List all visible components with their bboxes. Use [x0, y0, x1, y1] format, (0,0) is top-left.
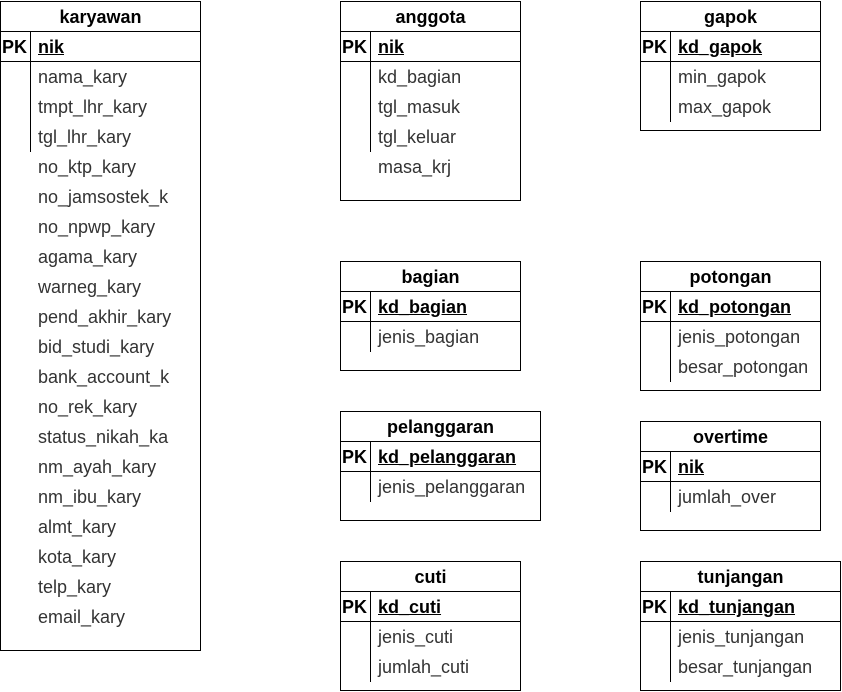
attribute-field: jumlah_over	[678, 487, 777, 507]
attribute-list: jumlah_over	[641, 482, 820, 512]
attribute-divider	[370, 472, 371, 502]
primary-key-row: PK kd_pelanggaran	[341, 442, 540, 472]
primary-key-row: PK kd_potongan	[641, 292, 820, 322]
attribute-list: jenis_cuti jumlah_cuti	[341, 622, 520, 682]
attribute-divider	[670, 482, 671, 512]
pk-label: PK	[341, 592, 371, 621]
attribute-field: min_gapok	[678, 67, 767, 87]
attribute-list: nama_kary tmpt_lhr_kary tgl_lhr_kary no_ktp…	[1, 62, 200, 632]
pk-field: kd_cuti	[378, 597, 442, 617]
attribute-field: almt_kary	[38, 517, 117, 537]
attribute-divider	[670, 622, 671, 682]
attribute-field: no_jamsostek_k	[38, 187, 169, 207]
attribute-field: jumlah_cuti	[378, 657, 470, 677]
pk-label: PK	[341, 32, 371, 61]
attribute-field: telp_kary	[38, 577, 112, 597]
primary-key-row: PK kd_cuti	[341, 592, 520, 622]
pk-field: kd_pelanggaran	[378, 447, 517, 467]
primary-key-row: PK nik	[1, 32, 200, 62]
attribute-field: max_gapok	[678, 97, 772, 117]
attribute-field: jenis_bagian	[378, 327, 480, 347]
pk-label: PK	[641, 592, 671, 621]
attribute-field: besar_tunjangan	[678, 657, 813, 677]
attribute-field: jenis_tunjangan	[678, 627, 805, 647]
attribute-field: nm_ayah_kary	[38, 457, 157, 477]
attribute-field: kota_kary	[38, 547, 117, 567]
entity-title: karyawan	[1, 2, 200, 32]
pk-label: PK	[341, 292, 371, 321]
attribute-field: status_nikah_ka	[38, 427, 169, 447]
pk-label: PK	[341, 442, 371, 471]
attribute-field: no_npwp_kary	[38, 217, 156, 237]
primary-key-row: PK kd_bagian	[341, 292, 520, 322]
pk-field: nik	[678, 457, 705, 477]
attribute-field: tgl_masuk	[378, 97, 461, 117]
primary-key-row: PK kd_tunjangan	[641, 592, 840, 622]
entity-title: tunjangan	[641, 562, 840, 592]
attribute-list: jenis_bagian	[341, 322, 520, 352]
attribute-field: warneg_kary	[38, 277, 142, 297]
attribute-field: bid_studi_kary	[38, 337, 155, 357]
attribute-field: tgl_lhr_kary	[38, 127, 132, 147]
primary-key-row: PK nik	[641, 452, 820, 482]
attribute-list: jenis_tunjangan besar_tunjangan	[641, 622, 840, 682]
pk-label: PK	[641, 452, 671, 481]
primary-key-row: PK nik	[341, 32, 520, 62]
attribute-field: agama_kary	[38, 247, 138, 267]
attribute-divider	[370, 622, 371, 682]
attribute-field: tgl_keluar	[378, 127, 457, 147]
attribute-field: kd_bagian	[378, 67, 462, 87]
attribute-field: bank_account_k	[38, 367, 170, 387]
pk-field: kd_potongan	[678, 297, 791, 317]
attribute-field: email_kary	[38, 607, 126, 627]
entity-title: pelanggaran	[341, 412, 540, 442]
attribute-field: masa_krj	[378, 157, 452, 177]
attribute-field: no_rek_kary	[38, 397, 138, 417]
pk-label: PK	[1, 32, 31, 61]
attribute-list: jenis_pelanggaran	[341, 472, 540, 502]
entity-title: overtime	[641, 422, 820, 452]
attribute-field: jenis_pelanggaran	[378, 477, 526, 497]
pk-field: kd_gapok	[678, 37, 763, 57]
pk-field: nik	[378, 37, 405, 57]
attribute-field: jenis_potongan	[678, 327, 801, 347]
attribute-list: kd_bagian tgl_masuk tgl_keluar masa_krj	[341, 62, 520, 182]
entity-title: anggota	[341, 2, 520, 32]
pk-field: kd_bagian	[378, 297, 468, 317]
attribute-list: jenis_potongan besar_potongan	[641, 322, 820, 382]
entity-title: potongan	[641, 262, 820, 292]
attribute-divider	[670, 322, 671, 382]
attribute-list: min_gapok max_gapok	[641, 62, 820, 122]
pk-label: PK	[641, 32, 671, 61]
attribute-divider	[370, 62, 371, 152]
attribute-field: pend_akhir_kary	[38, 307, 172, 327]
entity-title: bagian	[341, 262, 520, 292]
entity-title: gapok	[641, 2, 820, 32]
attribute-divider	[30, 62, 31, 152]
entity-title: cuti	[341, 562, 520, 592]
pk-label: PK	[641, 292, 671, 321]
attribute-field: tmpt_lhr_kary	[38, 97, 148, 117]
attribute-field: besar_potongan	[678, 357, 809, 377]
attribute-divider	[370, 322, 371, 352]
attribute-divider	[670, 62, 671, 122]
attribute-field: no_ktp_kary	[38, 157, 137, 177]
pk-field: nik	[38, 37, 65, 57]
attribute-field: nama_kary	[38, 67, 128, 87]
primary-key-row: PK kd_gapok	[641, 32, 820, 62]
attribute-field: jenis_cuti	[378, 627, 454, 647]
attribute-field: nm_ibu_kary	[38, 487, 142, 507]
pk-field: kd_tunjangan	[678, 597, 796, 617]
